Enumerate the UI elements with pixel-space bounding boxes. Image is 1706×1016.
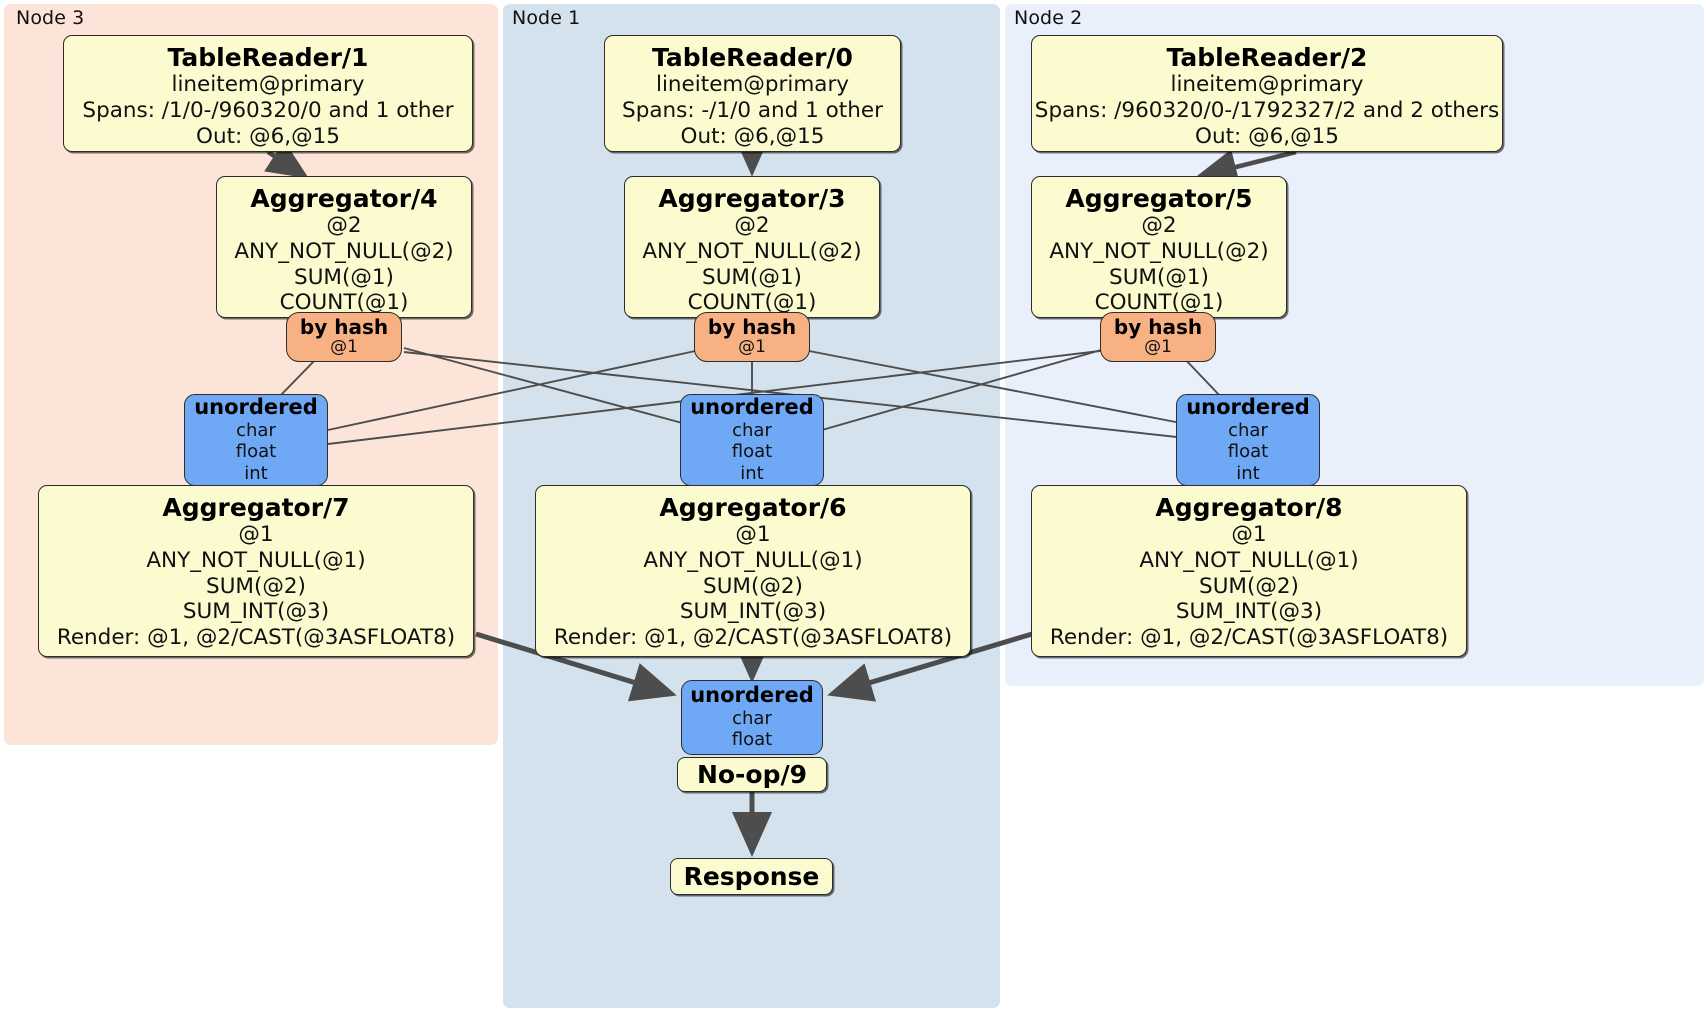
processor-tablereader-2[interactable]: TableReader/2 lineitem@primary Spans: /9… xyxy=(1031,35,1503,152)
processor-title: Aggregator/5 xyxy=(1065,184,1253,213)
processor-line: ANY_NOT_NULL(@2) xyxy=(234,238,454,264)
router-by-hash-left[interactable]: by hash @1 xyxy=(286,312,402,362)
receiver-line: int xyxy=(1236,462,1260,484)
router-title: by hash xyxy=(707,315,797,340)
router-line: @1 xyxy=(330,337,358,358)
node-label-node2: Node 2 xyxy=(1014,7,1083,29)
processor-line: Out: @6,@15 xyxy=(680,123,825,149)
processor-line: Spans: /960320/0-/1792327/2 and 2 others xyxy=(1034,97,1500,123)
router-by-hash-right[interactable]: by hash @1 xyxy=(1100,312,1216,362)
processor-line: SUM_INT(@3) xyxy=(1175,599,1323,625)
processor-title: Aggregator/3 xyxy=(658,184,846,213)
processor-title: Aggregator/4 xyxy=(250,184,438,213)
receiver-line: char xyxy=(236,420,276,442)
processor-title: Aggregator/7 xyxy=(162,493,350,522)
processor-line: Render: @1, @2/CAST(@3ASFLOAT8) xyxy=(553,625,953,651)
processor-line: @2 xyxy=(1141,213,1177,238)
receiver-unordered-center[interactable]: unordered char float int xyxy=(680,394,824,486)
processor-line: @2 xyxy=(734,213,770,238)
router-line: @1 xyxy=(738,337,766,358)
processor-title: Response xyxy=(683,862,820,891)
processor-line: ANY_NOT_NULL(@1) xyxy=(643,547,863,573)
processor-title: TableReader/0 xyxy=(652,43,853,72)
processor-title: Aggregator/6 xyxy=(659,493,847,522)
processor-aggregator-8[interactable]: Aggregator/8 @1 ANY_NOT_NULL(@1) SUM(@2)… xyxy=(1031,485,1467,657)
processor-noop-9[interactable]: No-op/9 xyxy=(677,757,827,792)
processor-line: Spans: -/1/0 and 1 other xyxy=(622,97,883,123)
node-label-node1: Node 1 xyxy=(512,7,581,29)
processor-aggregator-4[interactable]: Aggregator/4 @2 ANY_NOT_NULL(@2) SUM(@1)… xyxy=(216,176,472,318)
processor-line: ANY_NOT_NULL(@2) xyxy=(642,238,862,264)
receiver-unordered-final[interactable]: unordered char float xyxy=(681,680,823,755)
processor-title: TableReader/2 xyxy=(1166,43,1368,72)
receiver-line: char xyxy=(1228,420,1268,442)
receiver-unordered-right[interactable]: unordered char float int xyxy=(1176,394,1320,486)
receiver-title: unordered xyxy=(1186,395,1310,420)
processor-line: Render: @1, @2/CAST(@3ASFLOAT8) xyxy=(1049,625,1449,651)
processor-line: COUNT(@1) xyxy=(687,290,817,316)
router-line: @1 xyxy=(1144,337,1172,358)
processor-line: lineitem@primary xyxy=(1170,72,1364,97)
processor-line: ANY_NOT_NULL(@1) xyxy=(1139,547,1359,573)
processor-line: Spans: /1/0-/960320/0 and 1 other xyxy=(82,97,454,123)
processor-tablereader-0[interactable]: TableReader/0 lineitem@primary Spans: -/… xyxy=(604,35,901,152)
processor-line: SUM(@2) xyxy=(703,573,803,599)
router-title: by hash xyxy=(299,315,389,340)
receiver-line: float xyxy=(731,729,773,751)
processor-line: SUM(@1) xyxy=(702,264,802,290)
receiver-line: char xyxy=(732,420,772,442)
processor-line: @1 xyxy=(238,522,274,547)
processor-line: ANY_NOT_NULL(@2) xyxy=(1049,238,1269,264)
processor-title: TableReader/1 xyxy=(167,43,369,72)
receiver-title: unordered xyxy=(690,395,814,420)
receiver-line: float xyxy=(1227,441,1269,463)
receiver-line: char xyxy=(732,708,772,730)
processor-line: lineitem@primary xyxy=(655,72,850,97)
receiver-line: int xyxy=(244,462,268,484)
processor-line: Out: @6,@15 xyxy=(1195,123,1339,149)
processor-title: No-op/9 xyxy=(696,760,808,789)
receiver-title: unordered xyxy=(690,683,814,708)
receiver-unordered-left[interactable]: unordered char float int xyxy=(184,394,328,486)
processor-line: SUM_INT(@3) xyxy=(679,599,827,625)
processor-title: Aggregator/8 xyxy=(1155,493,1343,522)
processor-line: lineitem@primary xyxy=(171,72,365,97)
processor-aggregator-6[interactable]: Aggregator/6 @1 ANY_NOT_NULL(@1) SUM(@2)… xyxy=(535,485,971,657)
receiver-line: int xyxy=(740,462,764,484)
processor-line: COUNT(@1) xyxy=(1094,290,1224,316)
processor-aggregator-3[interactable]: Aggregator/3 @2 ANY_NOT_NULL(@2) SUM(@1)… xyxy=(624,176,880,318)
processor-line: @1 xyxy=(1231,522,1267,547)
processor-line: SUM(@2) xyxy=(1199,573,1299,599)
processor-line: SUM_INT(@3) xyxy=(182,599,330,625)
processor-line: @2 xyxy=(326,213,362,238)
processor-line: Out: @6,@15 xyxy=(196,123,340,149)
node-label-node3: Node 3 xyxy=(16,7,85,29)
receiver-title: unordered xyxy=(194,395,318,420)
receiver-line: float xyxy=(235,441,277,463)
receiver-line: float xyxy=(731,441,773,463)
processor-line: SUM(@1) xyxy=(294,264,394,290)
router-title: by hash xyxy=(1113,315,1203,340)
processor-aggregator-7[interactable]: Aggregator/7 @1 ANY_NOT_NULL(@1) SUM(@2)… xyxy=(38,485,474,657)
processor-line: ANY_NOT_NULL(@1) xyxy=(146,547,366,573)
processor-line: Render: @1, @2/CAST(@3ASFLOAT8) xyxy=(56,625,456,651)
router-by-hash-center[interactable]: by hash @1 xyxy=(694,312,810,362)
processor-line: SUM(@2) xyxy=(206,573,306,599)
processor-line: COUNT(@1) xyxy=(279,290,409,316)
processor-line: @1 xyxy=(735,522,771,547)
processor-tablereader-1[interactable]: TableReader/1 lineitem@primary Spans: /1… xyxy=(63,35,473,152)
processor-line: SUM(@1) xyxy=(1109,264,1209,290)
processor-response[interactable]: Response xyxy=(670,858,833,895)
processor-aggregator-5[interactable]: Aggregator/5 @2 ANY_NOT_NULL(@2) SUM(@1)… xyxy=(1031,176,1287,318)
